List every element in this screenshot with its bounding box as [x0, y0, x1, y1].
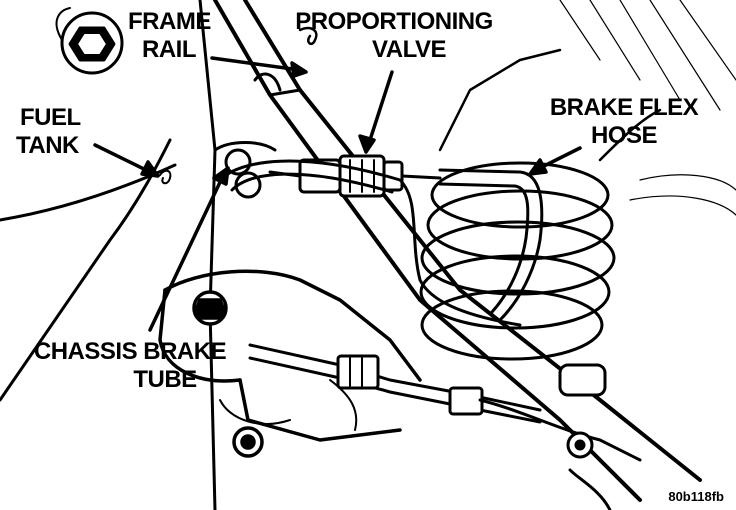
brake-flex-hose: [438, 168, 544, 322]
label-proportioning-valve-line1: PROPORTIONING: [295, 8, 493, 35]
axle-housing: [158, 269, 422, 458]
figure-id: 80b118fb: [668, 489, 724, 504]
label-brake-flex-hose-line1: BRAKE FLEX: [549, 94, 699, 121]
label-fuel-tank-line1: FUEL: [20, 104, 81, 131]
label-brake-flex-hose: BRAKE FLEX HOSE: [532, 94, 716, 150]
label-proportioning-valve-line2: VALVE: [372, 36, 446, 63]
label-frame-rail: FRAME RAIL: [128, 8, 211, 64]
bolt-top-left: [55, 7, 124, 75]
label-proportioning-valve: PROPORTIONING VALVE: [276, 8, 512, 64]
label-frame-rail-line1: FRAME: [128, 8, 211, 35]
label-frame-rail-line2: RAIL: [142, 36, 196, 63]
label-brake-flex-hose-line2: HOSE: [590, 122, 658, 149]
coil-spring: [419, 48, 662, 361]
label-chassis-brake-tube-line1: CHASSIS BRAKE: [33, 338, 227, 365]
label-fuel-tank: FUEL TANK: [16, 104, 81, 160]
label-chassis-brake-tube-line2: TUBE: [133, 366, 197, 393]
background-hatching: [559, 0, 736, 216]
leader-arrows: [93, 56, 582, 332]
label-chassis-brake-tube: CHASSIS BRAKE TUBE: [14, 338, 246, 394]
tube-clip-loop: [224, 72, 282, 199]
chassis-brake-tube: [218, 159, 642, 510]
frame-verticals: [0, 0, 277, 510]
label-fuel-tank-line2: TANK: [16, 132, 79, 159]
